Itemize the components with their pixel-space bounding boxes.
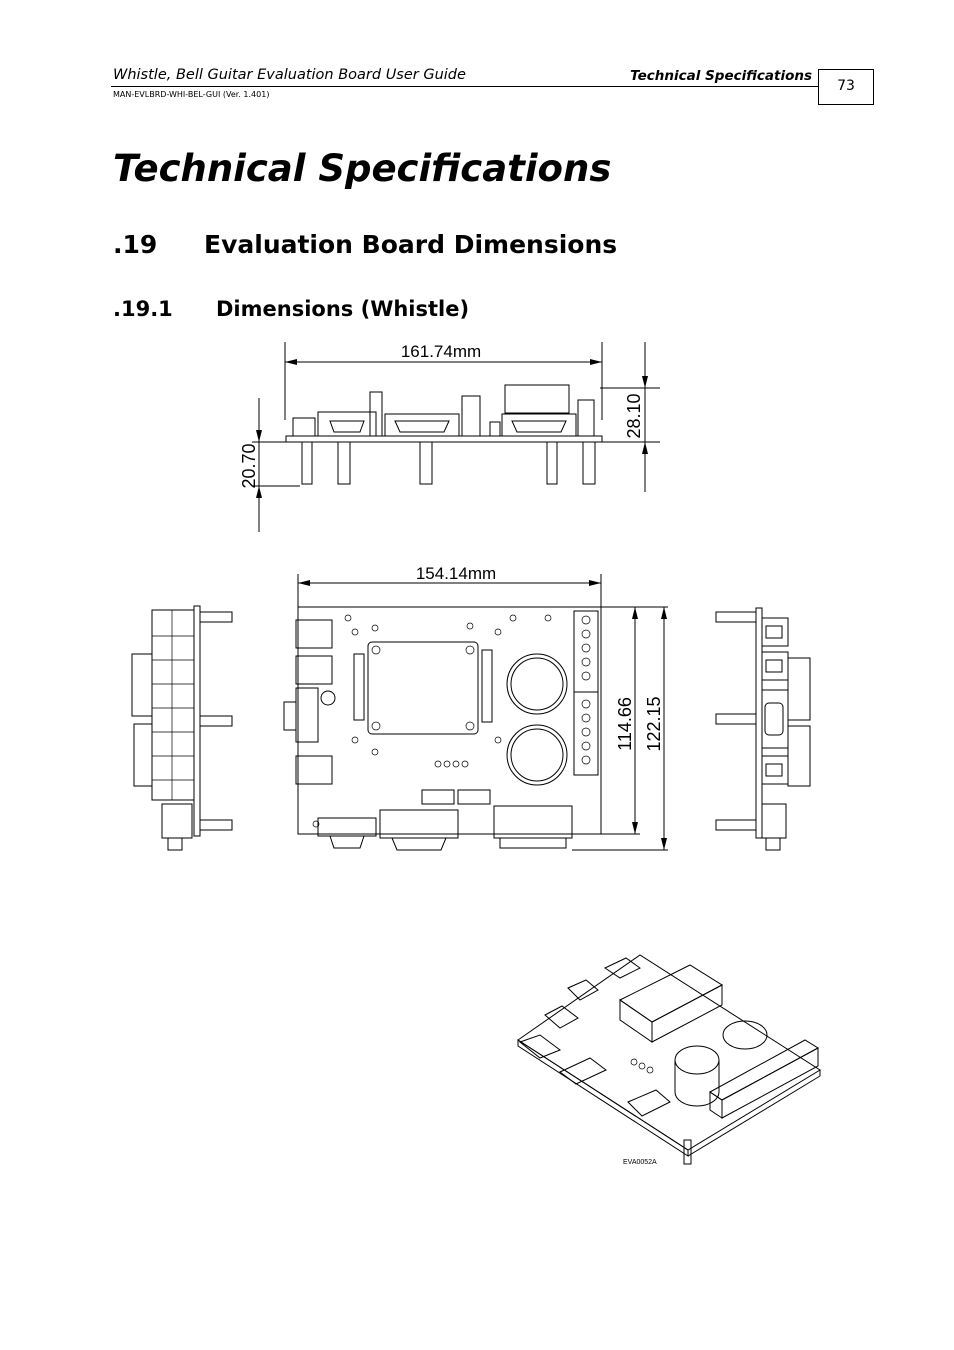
- top-width-label: 154.14mm: [416, 564, 496, 583]
- section-title: Evaluation Board Dimensions: [204, 230, 618, 259]
- top-depth-inner-label: 114.66: [615, 697, 635, 751]
- isometric-view: EVA0052A: [517, 954, 821, 1166]
- front-height-bottom-label: 20.70: [239, 443, 259, 488]
- front-view: 161.74mm 28.10 20.70: [239, 342, 660, 532]
- header-doc-id: MAN-EVLBRD-WHI-BEL-GUI (Ver. 1.401): [113, 90, 270, 99]
- section-number: .19: [113, 230, 158, 259]
- section-heading: .19 Evaluation Board Dimensions: [113, 230, 617, 259]
- top-depth-outer-label: 122.15: [644, 696, 664, 751]
- right-side-view: [715, 607, 811, 851]
- top-view: 154.14mm 114.66 122.15: [283, 564, 668, 851]
- subsection-heading: .19.1 Dimensions (Whistle): [113, 297, 469, 321]
- left-side-view: [131, 605, 233, 851]
- header-doc-title: Whistle, Bell Guitar Evaluation Board Us…: [113, 67, 466, 83]
- front-width-label: 161.74mm: [401, 342, 481, 361]
- chapter-title: Technical Specifications: [113, 147, 612, 190]
- subsection-number: .19.1: [113, 297, 173, 321]
- iso-figure-code: EVA0052A: [623, 1159, 657, 1166]
- front-height-top-label: 28.10: [624, 393, 644, 438]
- header-rule: [111, 86, 818, 87]
- subsection-title: Dimensions (Whistle): [216, 297, 470, 321]
- page-number: 73: [818, 69, 874, 105]
- header-section-title: Technical Specifications: [630, 68, 812, 84]
